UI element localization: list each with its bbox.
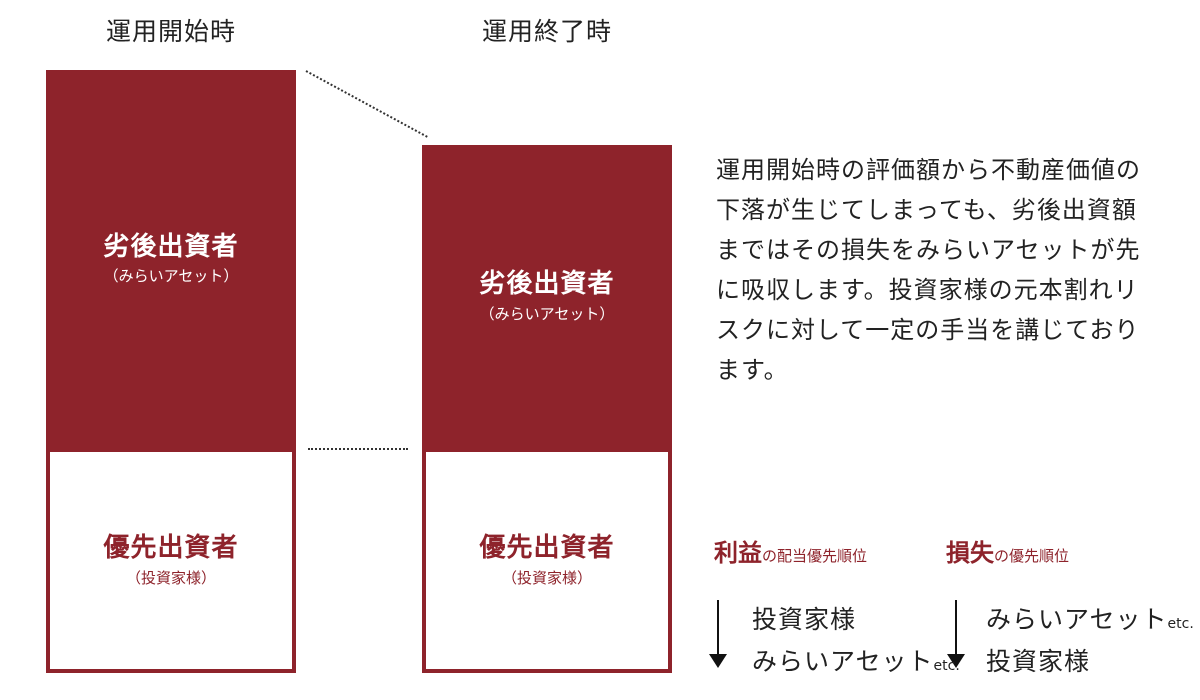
start-senior-block: 優先出資者 （投資家様） xyxy=(46,448,296,673)
senior-investor-label: 優先出資者 xyxy=(103,533,239,564)
etc-suffix: etc. xyxy=(1167,616,1194,632)
end-column-title: 運用終了時 xyxy=(481,17,612,46)
profit-priority-first: 投資家様 xyxy=(752,605,857,634)
junior-investor-label: 劣後出資者 xyxy=(479,269,615,300)
profit-priority-second-name: みらいアセット xyxy=(752,647,934,676)
junior-investor-label: 劣後出資者 xyxy=(103,231,239,262)
loss-title-main: 損失 xyxy=(946,539,994,567)
end-senior-block: 優先出資者 （投資家様） xyxy=(422,448,672,673)
loss-priority-second: 投資家様 xyxy=(986,647,1091,676)
middle-dotted-connector xyxy=(308,448,408,450)
junior-investor-sublabel: （みらいアセット） xyxy=(103,267,239,286)
loss-priority-title: 損失の優先順位 xyxy=(946,533,1069,568)
top-dotted-connector xyxy=(305,70,428,138)
explanation-text: 運用開始時の評価額から不動産価値の下落が生じてしまっても、劣後出資額まではその損… xyxy=(716,156,1141,384)
loss-title-sub: の優先順位 xyxy=(994,547,1070,565)
end-capital-stack: 劣後出資者 （みらいアセット） 優先出資者 （投資家様） xyxy=(422,145,672,673)
senior-investor-label: 優先出資者 xyxy=(479,533,615,564)
profit-priority-second: みらいアセットetc. xyxy=(752,642,960,678)
start-column-title: 運用開始時 xyxy=(105,17,236,46)
profit-title-main: 利益 xyxy=(714,539,762,567)
start-junior-block: 劣後出資者 （みらいアセット） xyxy=(46,70,296,448)
junior-investor-sublabel: （みらいアセット） xyxy=(479,304,615,323)
start-capital-stack: 劣後出資者 （みらいアセット） 優先出資者 （投資家様） xyxy=(46,70,296,673)
etc-suffix: etc. xyxy=(933,658,960,674)
down-arrow-icon xyxy=(947,600,965,668)
down-arrow-icon xyxy=(709,600,727,668)
loss-priority-first: みらいアセットetc. xyxy=(986,600,1194,636)
senior-investor-sublabel: （投資家様） xyxy=(125,568,216,587)
loss-priority-first-name: みらいアセット xyxy=(986,605,1168,634)
senior-investor-sublabel: （投資家様） xyxy=(501,568,592,587)
profit-priority-title: 利益の配当優先順位 xyxy=(714,533,867,568)
profit-title-sub: の配当優先順位 xyxy=(762,547,868,565)
end-junior-block: 劣後出資者 （みらいアセット） xyxy=(422,145,672,448)
